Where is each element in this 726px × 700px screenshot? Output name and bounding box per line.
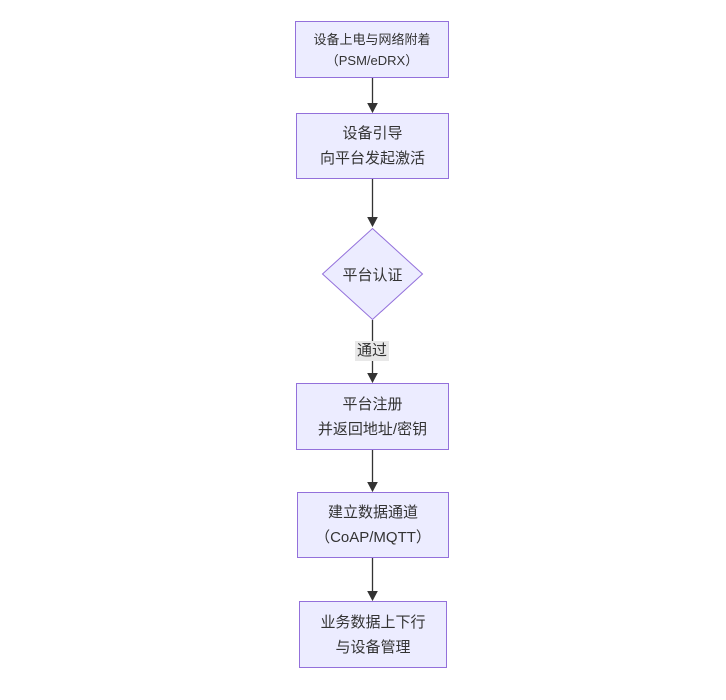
node-label-line: 业务数据上下行 [320, 613, 426, 631]
edge-label-pass: 通过 [355, 341, 390, 361]
node-label-line: 平台认证 [342, 266, 403, 284]
node-label-line: 平台注册 [342, 395, 403, 413]
arrow-register-to-channel [367, 450, 378, 493]
arrow-bootstrap-to-auth [367, 179, 378, 228]
node-label-line: 向平台发起激活 [319, 150, 425, 167]
diamond-shape [321, 227, 424, 321]
node-label-line: 建立数据通道 [327, 504, 418, 521]
node-data-channel: 建立数据通道 （CoAP/MQTT） [297, 492, 449, 558]
arrow-channel-to-service [367, 558, 378, 602]
node-label-line: （PSM/eDRX） [325, 52, 419, 68]
node-label-line: （CoAP/MQTT） [315, 529, 431, 546]
node-power-network-attach: 设备上电与网络附着 （PSM/eDRX） [295, 21, 449, 78]
arrow-power-to-bootstrap [367, 78, 378, 114]
node-label-line: 设备引导 [342, 125, 403, 142]
node-device-bootstrap: 设备引导 向平台发起激活 [296, 113, 449, 179]
node-label-line: 与设备管理 [335, 638, 411, 656]
node-label-line: 设备上电与网络附着 [313, 31, 431, 47]
node-label-line: 并返回地址/密钥 [317, 420, 428, 438]
node-platform-register: 平台注册 并返回地址/密钥 [296, 383, 449, 450]
node-platform-auth-decision: 平台认证 [321, 227, 424, 321]
node-service-data-management: 业务数据上下行 与设备管理 [299, 601, 447, 668]
